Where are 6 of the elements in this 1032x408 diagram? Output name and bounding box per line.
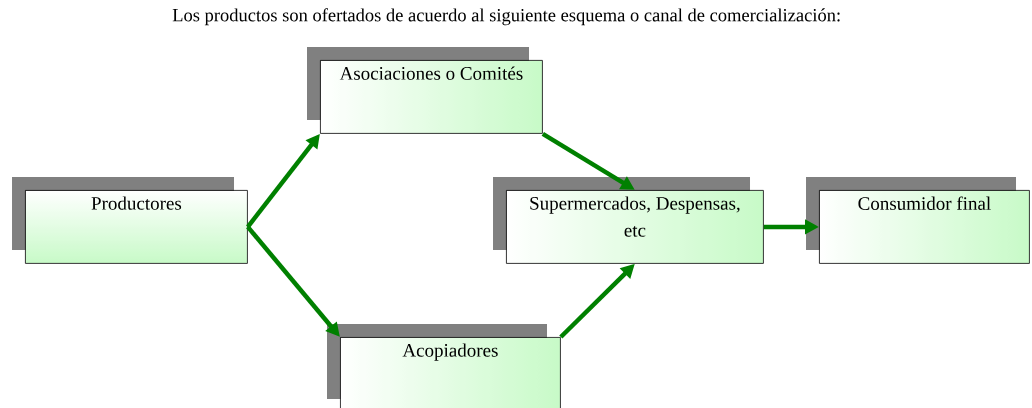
paragraph: Los productos son ofertados de acuerdo al siguiente esquema o canal de comercialización: [172,8,840,26]
process-box: Supermercados, Despensas, etc [493,177,764,264]
process-box: Acopiadores [327,324,561,408]
process-box: Productores [12,177,248,264]
process-box: Consumidor final [806,177,1030,264]
process-box: Asociaciones o Comités [307,47,543,134]
